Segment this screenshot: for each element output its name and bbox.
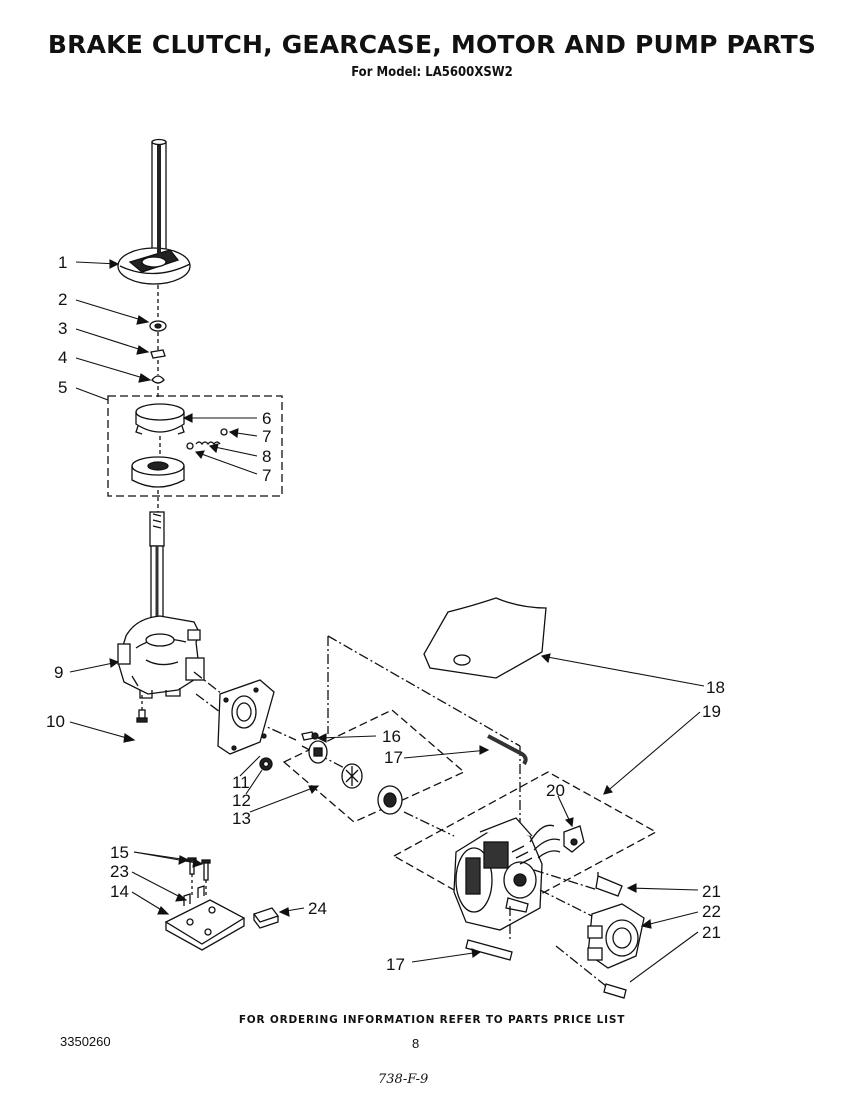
- document-number: 3350260: [60, 1034, 111, 1049]
- bolt-part: [136, 709, 148, 723]
- motor-shield-part: [423, 597, 547, 679]
- callout-number: 24: [308, 899, 327, 918]
- callout-number: 23: [110, 862, 129, 881]
- callout-number: 20: [546, 781, 565, 800]
- spring-part: [186, 428, 228, 450]
- leader-lines: [69, 259, 705, 983]
- mounting-bracket-part: [164, 885, 246, 951]
- callout-number: 7: [262, 427, 271, 446]
- callout-number: 16: [382, 727, 401, 746]
- gearcase-shaft-part: [149, 511, 165, 639]
- callout-number: 17: [384, 748, 403, 767]
- callout-number: 5: [58, 378, 67, 397]
- callout-number: 19: [702, 702, 721, 721]
- handwritten-note: 738-F-9: [378, 1072, 429, 1087]
- impeller-part: [308, 740, 403, 815]
- callout-number: 1: [58, 253, 67, 272]
- brake-assembly-box: [107, 395, 283, 497]
- callout-number: 11: [232, 773, 250, 792]
- screw-part: [301, 731, 319, 741]
- brake-drum-part: [131, 456, 185, 488]
- callout-number: 21: [702, 882, 721, 901]
- callout-number: 18: [706, 678, 725, 697]
- clamp-part: [595, 872, 623, 897]
- callout-number: 13: [232, 809, 251, 828]
- callout-number: 7: [262, 466, 271, 485]
- ring-part: [151, 375, 165, 384]
- callout-number: 17: [386, 955, 405, 974]
- callout-number: 4: [58, 348, 67, 367]
- clamp-part: [603, 983, 627, 999]
- pad-part: [252, 907, 280, 929]
- callout-number: 14: [110, 882, 129, 901]
- brake-shaft-part: [151, 138, 167, 261]
- pump-plate-part: [217, 679, 275, 755]
- callout-number: 21: [702, 923, 721, 942]
- screw-part: [187, 857, 211, 881]
- brake-cam-part: [117, 244, 191, 285]
- callout-number: 3: [58, 319, 67, 338]
- callout-number: 15: [110, 843, 129, 862]
- motor-part: [453, 817, 543, 931]
- callout-number: 2: [58, 290, 67, 309]
- nut-part: [259, 757, 273, 771]
- link-wire-part: [465, 939, 513, 961]
- callout-number: 12: [232, 791, 251, 810]
- gearcase-part: [117, 615, 205, 699]
- page-title: BRAKE CLUTCH, GEARCASE, MOTOR AND PUMP P…: [47, 30, 817, 59]
- callout-numbers: 1 2 3 4 5 6 7 8 7 9 10 11 12 13 16 17 18…: [46, 253, 725, 974]
- callout-number: 22: [702, 902, 721, 921]
- callout-number: 6: [262, 409, 271, 428]
- connector-part: [529, 824, 585, 859]
- link-wire-part: [487, 734, 528, 766]
- callout-number: 8: [262, 447, 271, 466]
- washer-part: [149, 320, 167, 332]
- page-number: 8: [412, 1036, 420, 1051]
- callout-number: 10: [46, 712, 65, 731]
- retainer-part: [150, 349, 166, 359]
- model-subtitle: For Model: LA5600XSW2: [351, 65, 513, 80]
- callout-number: 9: [54, 663, 63, 682]
- brake-band-part: [135, 403, 185, 435]
- pump-part: [587, 903, 645, 969]
- ordering-note: FOR ORDERING INFORMATION REFER TO PARTS …: [238, 1014, 626, 1026]
